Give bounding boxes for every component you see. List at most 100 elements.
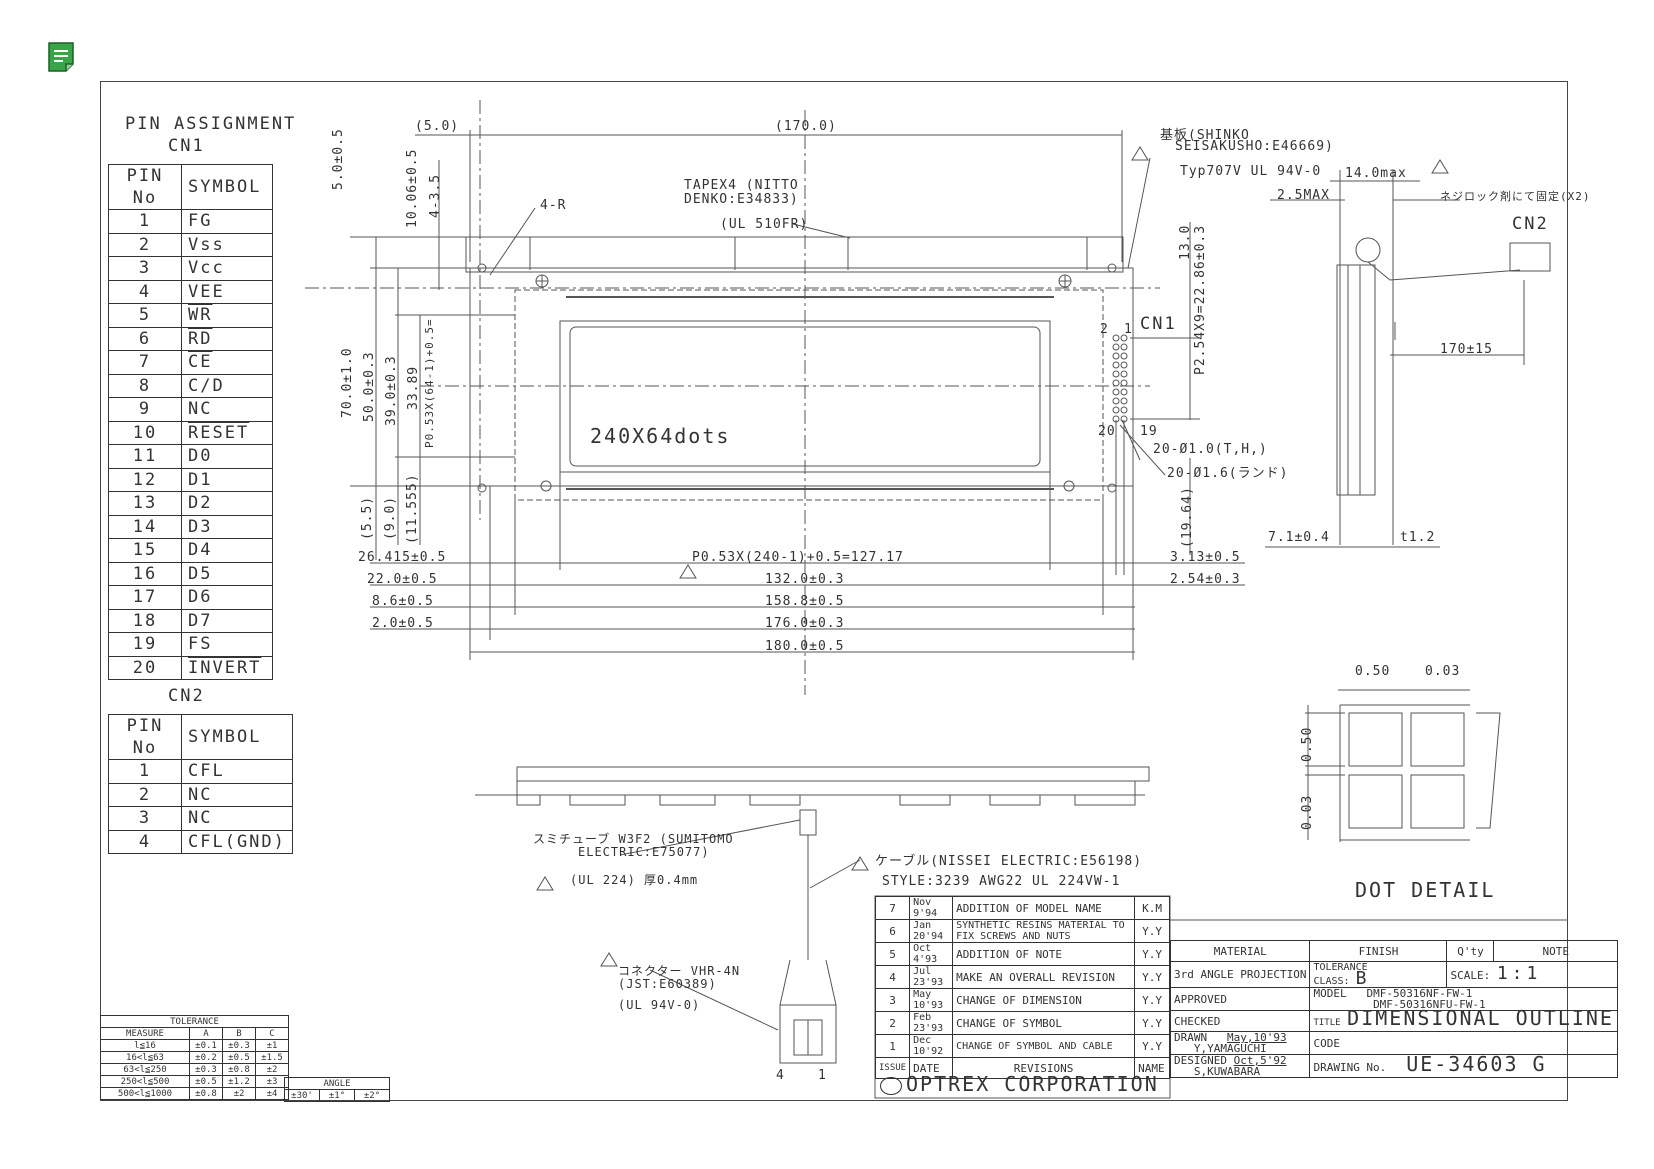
connector-note: (JST:E60389)	[618, 977, 717, 991]
dim-vertical: 33.89	[406, 365, 421, 410]
dim-vertical: 50.0±0.3	[362, 351, 377, 422]
col-symbol: SYMBOL	[181, 714, 293, 760]
dim-vertical: 39.0±0.3	[384, 355, 399, 426]
dim-horizontal: 3.13±0.5	[1170, 550, 1241, 565]
dim-horizontal: 176.0±0.3	[765, 616, 845, 631]
dim-horizontal: 132.0±0.3	[765, 572, 845, 587]
table-row: 250<l≦500±0.5±1.2±3	[100, 1075, 289, 1088]
col-symbol: SYMBOL	[181, 164, 273, 210]
tube-note: (UL 224) 厚0.4mm	[570, 873, 699, 887]
document-icon[interactable]	[48, 42, 74, 72]
dim-horizontal: t1.2	[1400, 530, 1436, 545]
pcb-label-3: Typ707V UL 94V-0	[1180, 164, 1322, 179]
dim-vertical: 70.0±1.0	[340, 347, 355, 418]
connector-note: (UL 94V-0)	[618, 998, 701, 1012]
dim-horizontal: 26.415±0.5	[358, 550, 447, 565]
screw-note: ネジロック剤にて固定(X2)	[1440, 190, 1591, 203]
tape-label-1: TAPEX4 (NITTO	[684, 178, 799, 193]
optrex-logo-icon	[880, 1076, 902, 1095]
hole-label-2: 20-Ø1.6(ランド)	[1167, 466, 1289, 481]
cn1-pins	[1112, 334, 1128, 423]
dim-vertical: 5.0±0.5	[331, 128, 346, 190]
dim-vertical: (19.64)	[1180, 486, 1195, 548]
dim-horizontal: 22.0±0.5	[367, 572, 438, 587]
dim-horizontal: 170±15	[1440, 342, 1493, 357]
hole-label-1: 20-Ø1.0(T,H,)	[1153, 442, 1268, 457]
dim-vertical: P2.54X9=22.86±0.3	[1193, 224, 1208, 375]
table-row: l≦16±0.1±0.3±1	[100, 1039, 289, 1052]
col-pin-no: PIN No	[108, 714, 182, 760]
tape-label-2: DENKO:E34833)	[684, 192, 799, 207]
table-row: 500<l≦1000±0.8±2±4	[100, 1087, 289, 1100]
corner-radius-label: 4-R	[540, 198, 567, 213]
pin-number: 1	[1124, 322, 1133, 337]
pin-assignment-title: PIN ASSIGNMENT	[125, 114, 297, 134]
tape-label-3: (UL 510FR)	[720, 217, 809, 232]
dim-vertical: P0.53X(64-1)+0.5=	[423, 318, 436, 448]
dim-top-170: (170.0)	[775, 119, 837, 134]
angle-tolerance-table: ANGLE ±30'±1°±2°	[284, 1077, 390, 1102]
cable-note: STYLE:3239 AWG22 UL 224VW-1	[882, 874, 1121, 889]
dim-vertical: 13.0	[1178, 224, 1193, 260]
connector-note: コネクター VHR-4N	[618, 964, 741, 978]
dim-vertical: 4-3.5	[428, 173, 443, 218]
cable-note: ケーブル(NISSEI ELECTRIC:E56198)	[875, 854, 1143, 869]
drawing-sheet	[100, 81, 1568, 1101]
pin-number: 4	[776, 1068, 785, 1083]
pin-number: 19	[1140, 424, 1158, 439]
cn1-title: CN1	[168, 136, 205, 156]
dim-horizontal: 14.0max	[1345, 166, 1407, 181]
company-label: OPTREX CORPORATION	[906, 1072, 1159, 1096]
dim-horizontal: 8.6±0.5	[372, 594, 434, 609]
col-pin-no: PIN No	[108, 164, 182, 210]
dim-horizontal: 0.03	[1425, 664, 1461, 679]
dim-horizontal: 7.1±0.4	[1268, 530, 1330, 545]
table-row: 63<l≦250±0.3±0.8±2	[100, 1063, 289, 1076]
dim-vertical: (11.555)	[405, 473, 420, 544]
tube-note: スミチューブ W3F2 (SUMITOMO	[533, 832, 734, 846]
dim-vertical: (9.0)	[383, 495, 398, 540]
title-block: MATERIAL FINISH Q'ty NOTE 3rd ANGLE PROJ…	[1169, 940, 1618, 1078]
cn2-title: CN2	[168, 686, 205, 706]
dim-vertical: 10.06±0.5	[405, 148, 420, 228]
dim-vertical: 0.50	[1300, 726, 1315, 762]
pin-number: 20	[1098, 424, 1116, 439]
dim-top-5: (5.0)	[415, 119, 460, 134]
display-resolution: 240X64dots	[590, 424, 731, 448]
pcb-label-1: 基板(SHINKO	[1160, 128, 1250, 143]
pin-number: 1	[818, 1068, 827, 1083]
pin-number: 2	[1100, 322, 1109, 337]
dim-vertical: 0.03	[1300, 794, 1315, 830]
pcb-label-2: SEISAKUSHO:E46669)	[1175, 139, 1334, 154]
